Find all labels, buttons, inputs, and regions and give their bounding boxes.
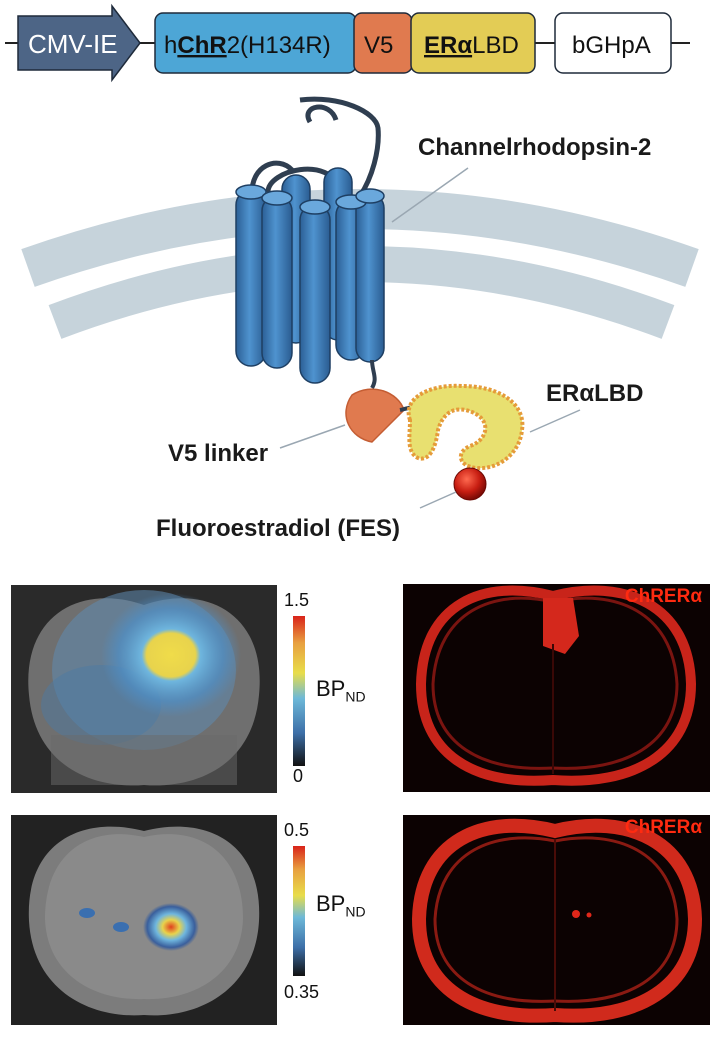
colorbar-top-max: 1.5 [284, 590, 310, 610]
label-v5-linker: V5 linker [168, 440, 269, 467]
histology-top-label: ChRERα [624, 586, 702, 607]
colorbar-top-min: 0 [293, 766, 304, 786]
chr2-label: hChR2(H134R) [164, 32, 331, 59]
label-eralbd: ERαLBD [546, 380, 644, 407]
promoter-label: CMV-IE [28, 29, 118, 59]
colorbar-bottom-min: 0.35 [284, 982, 320, 1002]
channelrhodopsin-protein [235, 96, 385, 384]
histology-image-bottom: ChRERα [403, 815, 710, 1025]
c-terminal-tail [370, 359, 377, 390]
pet-image-top [11, 585, 277, 793]
construct-schematic: CMV-IE hChR2(H134R) V5 ERαLBD bGHpA [5, 3, 699, 509]
leader-fes [419, 491, 457, 509]
bp-label-top: BPND [316, 676, 366, 705]
fes-sphere [453, 467, 487, 501]
eralbd-box [410, 12, 536, 74]
v5-box-label: V5 [364, 32, 393, 59]
polya-box [554, 12, 672, 74]
histology-bottom-label: ChRERα [624, 817, 702, 838]
eralbd-box-label: ERαLBD [424, 32, 519, 59]
pet-image-bottom [11, 815, 277, 1025]
label-fes: Fluoroestradiol (FES) [156, 515, 401, 542]
polya-label: bGHpA [572, 32, 651, 59]
leader-v5 [279, 424, 346, 449]
label-channelrhodopsin: Channelrhodopsin-2 [418, 134, 652, 161]
colorbar-top [293, 616, 305, 766]
promoter-arrow [17, 3, 141, 83]
v5-linker-shape [345, 388, 405, 443]
histology-image-top: ChRERα [403, 584, 710, 792]
colorbar-bottom [293, 846, 305, 976]
colorbar-bottom-max: 0.5 [284, 820, 310, 840]
leader-chr2 [391, 167, 469, 223]
leader-eralbd [529, 409, 581, 433]
bp-label-bottom: BPND [316, 891, 366, 920]
eralbd-shape [406, 383, 525, 471]
chr2-bold: ChR [177, 32, 226, 59]
